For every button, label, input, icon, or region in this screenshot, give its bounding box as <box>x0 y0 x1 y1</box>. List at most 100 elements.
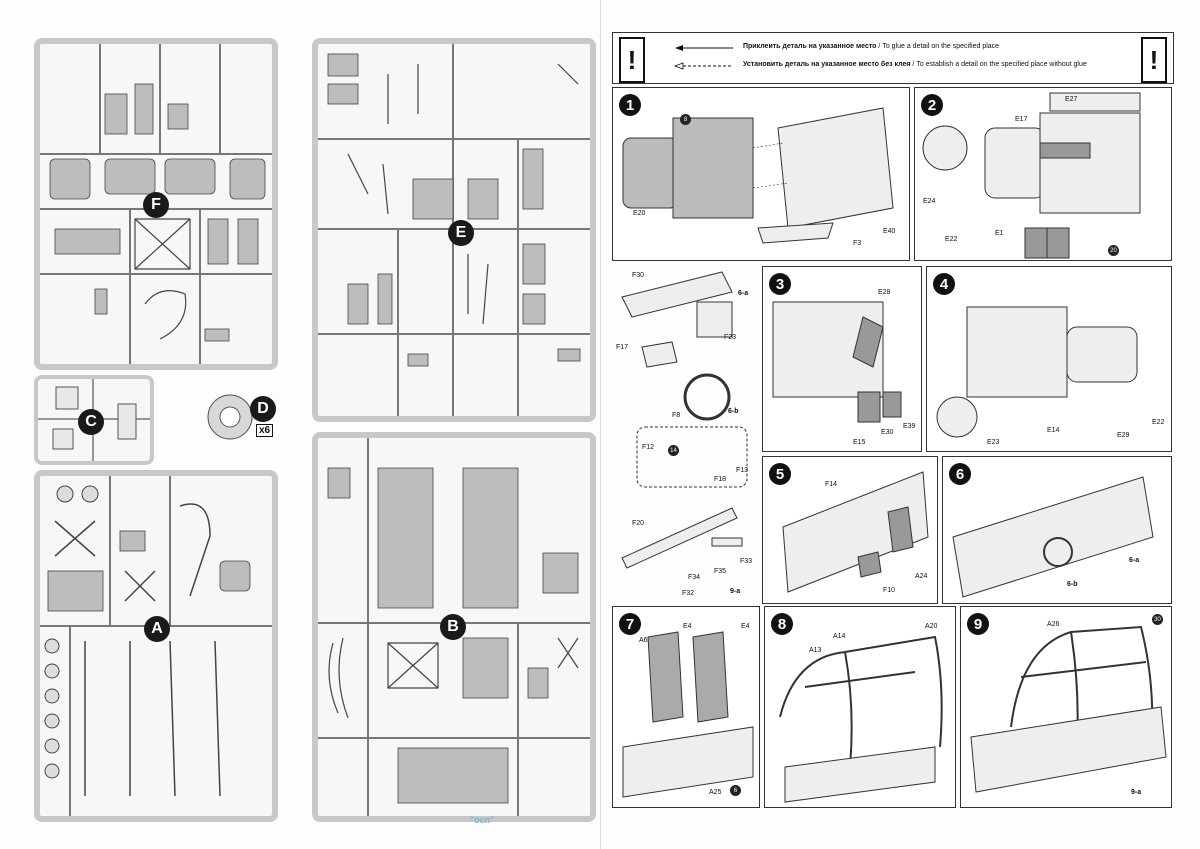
legend-noglue-ru: Установить деталь на указанное место без… <box>743 61 911 68</box>
sprue-d-disc <box>207 394 253 440</box>
substep-6b-label-f12: F12 <box>642 444 655 451</box>
step-3-label-e15: E15 <box>853 439 866 446</box>
step-3-label-e39: E39 <box>903 423 916 430</box>
step-9: 9 A26 9-a <box>960 606 1172 808</box>
step-9-label-9a: 9-a <box>1131 789 1142 796</box>
step-4-label-e14: E14 <box>1047 427 1060 434</box>
legend-glue-row: Приклеить деталь на указанное место / To… <box>743 43 999 50</box>
sprue-b: B <box>312 432 596 822</box>
legend-separator: / <box>912 61 915 68</box>
legend-glue-en: To glue a detail on the specified place <box>882 43 1000 50</box>
substep-6b-label-f8: F8 <box>672 412 681 419</box>
step-8-label-a14: A14 <box>833 633 846 640</box>
step-9-number: 9 <box>967 613 989 635</box>
step-8-label-a20: A20 <box>925 623 938 630</box>
legend-separator: / <box>878 43 881 50</box>
substep-6b-label-f18: F18 <box>714 476 727 483</box>
step-3-label-e28: E28 <box>878 289 891 296</box>
legend-glue-ru: Приклеить деталь на указанное место <box>743 43 877 50</box>
substep-6b-label-f17: F17 <box>616 344 629 351</box>
sprue-e: E <box>312 38 596 422</box>
step-5-label-f14: F14 <box>825 481 838 488</box>
step-1-drawing <box>622 107 894 244</box>
sprue-d-quantity: x6 <box>256 424 274 437</box>
glue-tag: 8 <box>680 114 691 125</box>
step-7: 7 A6 E4 E4 A25 <box>612 606 760 808</box>
warning-mark-right: ! <box>1141 37 1167 83</box>
step-1: 1 E20 E40 F3 <box>612 87 910 261</box>
step-8-number: 8 <box>771 613 793 635</box>
legend-noglue-en: To establish a detail on the specified p… <box>916 61 1087 68</box>
step-6: 6 6-a 6-b <box>942 456 1172 604</box>
step-2: 2 E27 E17 E24 E22 E1 <box>914 87 1172 261</box>
substep-6a-tag: 6-a <box>738 290 749 297</box>
step-9-drawing <box>970 625 1167 793</box>
step-3: 3 E28 E15 E30 E39 <box>762 266 922 452</box>
step-3-label-e30: E30 <box>881 429 894 436</box>
substep-6b-tag: 6-b <box>728 408 739 415</box>
sprue-a-label: A <box>144 616 170 642</box>
substep-6b-label-f13: F13 <box>736 467 749 474</box>
step-4: 4 E14 E23 E29 E22 <box>926 266 1172 452</box>
step-6-label-6b: 6-b <box>1067 581 1078 588</box>
step-2-number: 2 <box>921 94 943 116</box>
sprue-c-label: C <box>78 409 104 435</box>
step-6-label-6a: 6-a <box>1129 557 1140 564</box>
step-5-label-a24: A24 <box>915 573 928 580</box>
substep-9a-label-f34: F34 <box>688 574 701 581</box>
substep-9a-tag: 9-a <box>730 588 741 595</box>
glue-tag: 14 <box>668 445 679 456</box>
step-2-label-e17: E17 <box>1015 116 1028 123</box>
warning-mark-left: ! <box>619 37 645 83</box>
step-2-label-e24: E24 <box>923 198 936 205</box>
step-7-label-e4-right: E4 <box>741 623 750 630</box>
sprue-page: F <box>34 38 596 825</box>
step-3-number: 3 <box>769 273 791 295</box>
step-7-number: 7 <box>619 613 641 635</box>
sprue-c: C <box>34 375 154 465</box>
substep-6: F30 F23 6-a F17 F8 6-b F12 F18 F13 <box>612 262 758 492</box>
step-1-label-e20: E20 <box>633 210 646 217</box>
substep-9a-label-f35: F35 <box>714 568 727 575</box>
glue-tag: 30 <box>1152 614 1163 625</box>
step-1-label-f3: F3 <box>853 240 862 247</box>
step-2-label-e1: E1 <box>995 230 1004 237</box>
step-4-drawing <box>936 306 1138 438</box>
legend-arrows <box>673 45 733 70</box>
step-6-drawing <box>952 476 1154 598</box>
step-2-label-e22: E22 <box>945 236 958 243</box>
substep-9a-label-f33: F33 <box>740 558 753 565</box>
step-5-label-f10: F10 <box>883 587 896 594</box>
glue-legend: ! ! Приклеить деталь на указанное место … <box>612 32 1174 84</box>
sprue-f: F <box>34 38 278 370</box>
step-4-label-e22: E22 <box>1152 419 1165 426</box>
glue-tag: 20 <box>1108 245 1119 256</box>
substep-9a-drawing <box>621 507 743 569</box>
sprue-a: A <box>34 470 278 822</box>
step-1-label-e40: E40 <box>883 228 896 235</box>
substep-6a-label-f23: F23 <box>724 334 737 341</box>
sprue-e-drawing <box>318 44 590 416</box>
step-3-drawing <box>772 301 902 423</box>
step-2-label-e27: E27 <box>1065 96 1078 103</box>
sprue-b-label: B <box>440 614 466 640</box>
step-5-drawing <box>782 471 929 593</box>
step-4-label-e23: E23 <box>987 439 1000 446</box>
step-7-drawing <box>622 631 754 798</box>
sprue-a-drawing <box>40 476 272 816</box>
substep-6-drawing <box>621 271 748 488</box>
sprue-d-label: D <box>250 396 276 422</box>
sprue-c-drawing <box>38 379 150 461</box>
step-4-number: 4 <box>933 273 955 295</box>
step-7-label-a6: A6 <box>639 637 648 644</box>
glue-tag: 6 <box>730 785 741 796</box>
sprue-e-label: E <box>448 220 474 246</box>
step-8: 8 A14 A20 A13 <box>764 606 956 808</box>
step-6-number: 6 <box>949 463 971 485</box>
substep-9a-label-f32: F32 <box>682 590 695 597</box>
step-7-label-e4-left: E4 <box>683 623 692 630</box>
step-1-number: 1 <box>619 94 641 116</box>
step-4-label-e29: E29 <box>1117 432 1130 439</box>
sprue-d: D x6 <box>200 392 280 442</box>
step-5: 5 F14 A24 F10 <box>762 456 938 604</box>
